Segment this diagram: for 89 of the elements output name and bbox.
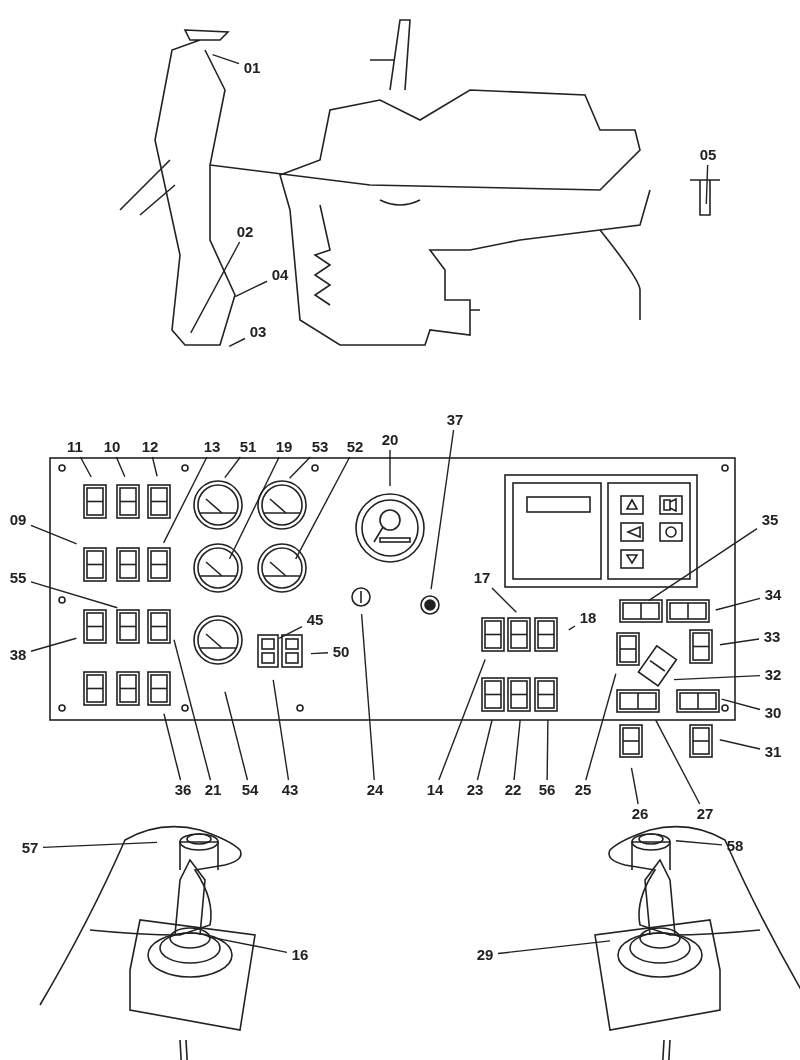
callout-number: 16 xyxy=(291,947,309,963)
leader-line xyxy=(228,337,246,348)
leader-line xyxy=(163,713,182,781)
callout-number: 19 xyxy=(275,439,293,455)
callout-number: 01 xyxy=(243,60,261,76)
callout-number: 50 xyxy=(332,644,350,660)
callout-number: 21 xyxy=(204,782,222,798)
leader-line xyxy=(719,739,761,750)
callout-number: 18 xyxy=(579,610,597,626)
leader-line xyxy=(278,625,303,640)
callout-number: 58 xyxy=(726,838,744,854)
callout-number: 57 xyxy=(21,840,39,856)
leader-line xyxy=(115,456,126,478)
callout-number: 35 xyxy=(761,512,779,528)
leader-line xyxy=(497,940,611,955)
callout-number: 05 xyxy=(699,147,717,163)
callout-number: 17 xyxy=(473,570,491,586)
leader-line xyxy=(30,637,77,652)
callout-number: 26 xyxy=(631,806,649,822)
leader-line xyxy=(655,719,701,805)
leader-line xyxy=(430,429,455,590)
leader-line xyxy=(491,587,518,614)
callout-number: 24 xyxy=(366,782,384,798)
callout-number: 32 xyxy=(764,667,782,683)
leader-line xyxy=(715,597,761,611)
leader-line xyxy=(30,524,78,545)
callout-number: 20 xyxy=(381,432,399,448)
callout-number: 56 xyxy=(538,782,556,798)
callout-number: 13 xyxy=(203,439,221,455)
leader-line xyxy=(228,456,280,560)
leader-line xyxy=(438,658,486,781)
callout-number: 04 xyxy=(271,267,289,283)
callout-number: 02 xyxy=(236,224,254,240)
callout-number: 31 xyxy=(764,744,782,760)
callout-number: 52 xyxy=(346,439,364,455)
leader-line xyxy=(79,456,92,478)
leader-line xyxy=(190,241,241,334)
leader-line xyxy=(151,456,158,477)
leader-line xyxy=(546,719,549,781)
callout-number: 25 xyxy=(574,782,592,798)
leader-line xyxy=(173,639,212,781)
callout-number: 45 xyxy=(306,612,324,628)
callout-number: 53 xyxy=(311,439,329,455)
leader-line xyxy=(647,527,758,602)
callout-number: 14 xyxy=(426,782,444,798)
leader-line xyxy=(211,53,240,65)
callout-number: 11 xyxy=(67,439,83,455)
leader-line xyxy=(360,613,375,781)
leader-line xyxy=(675,840,723,846)
callout-number: 54 xyxy=(241,782,259,798)
joystick-drawing xyxy=(594,825,800,1060)
leader-line xyxy=(585,673,617,781)
callout-number: 29 xyxy=(476,947,494,963)
leader-line xyxy=(295,456,351,560)
callout-number: 37 xyxy=(446,412,464,428)
callout-number: 27 xyxy=(696,806,714,822)
leader-line xyxy=(568,625,576,631)
callout-number: 10 xyxy=(103,439,121,455)
callout-number: 36 xyxy=(174,782,192,798)
callout-number: 09 xyxy=(9,512,27,528)
joystick-drawing xyxy=(39,825,256,1060)
callout-number: 30 xyxy=(764,705,782,721)
callout-number: 33 xyxy=(763,629,781,645)
callout-number: 38 xyxy=(9,647,27,663)
callout-number: 55 xyxy=(9,570,27,586)
leader-line xyxy=(224,456,242,479)
callout-number: 34 xyxy=(764,587,782,603)
callout-number: 03 xyxy=(249,324,267,340)
callout-number: 23 xyxy=(466,782,484,798)
callout-number: 51 xyxy=(239,439,257,455)
leader-line xyxy=(673,674,761,681)
leader-line xyxy=(630,767,639,805)
callout-number: 43 xyxy=(281,782,299,798)
leader-line xyxy=(42,841,158,849)
leader-line xyxy=(207,935,288,954)
leader-line xyxy=(513,719,521,781)
leader-line xyxy=(272,679,290,781)
leader-line xyxy=(705,164,709,205)
leader-line xyxy=(234,280,268,298)
leader-line xyxy=(224,691,249,781)
leader-line xyxy=(719,638,760,646)
leader-line xyxy=(389,449,391,487)
leader-line xyxy=(30,581,119,609)
leader-line xyxy=(476,719,493,781)
callout-number: 22 xyxy=(504,782,522,798)
leader-line xyxy=(162,456,208,544)
leader-line xyxy=(721,698,761,711)
leader-line xyxy=(310,651,329,655)
callout-number: 12 xyxy=(141,439,159,455)
